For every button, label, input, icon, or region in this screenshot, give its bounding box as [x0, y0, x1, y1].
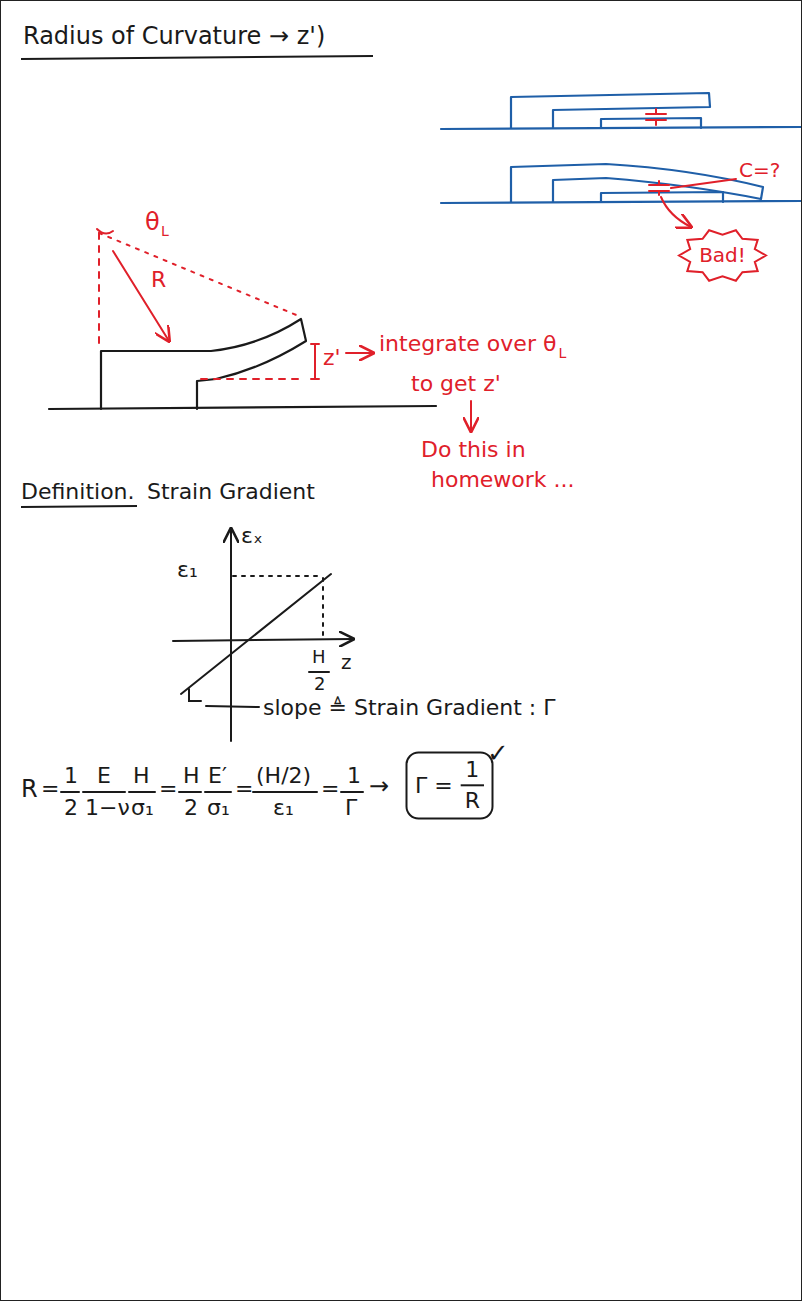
result-term: Γ =	[415, 773, 453, 798]
result-box: Γ = 1R	[405, 751, 494, 820]
fraction-part: 1−ν	[85, 795, 130, 820]
definition-term: Strain Gradient	[147, 479, 315, 504]
note-subscript: L	[558, 345, 566, 361]
result-term: 1	[465, 757, 479, 782]
axis-label: εₓ	[241, 523, 263, 548]
angle-symbol: θ	[145, 209, 160, 237]
callout-text: Bad!	[699, 244, 746, 267]
fraction-part: 1	[347, 763, 361, 788]
fraction-part: (H/2)	[256, 763, 311, 788]
angle-subscript: L	[161, 223, 169, 239]
burst-callout: Bad!	[677, 227, 768, 284]
axis-label: z	[341, 651, 352, 674]
value-label: ε₁	[177, 557, 198, 582]
capacitance-label: C=?	[739, 159, 780, 182]
slope-note: slope ≜ Strain Gradient : Γ	[263, 695, 556, 720]
equals-sign: =	[159, 776, 177, 801]
note-text: integrate over θ	[379, 331, 556, 356]
definition-heading: Definition.	[21, 479, 135, 504]
result-term: R	[465, 788, 480, 813]
equals-sign: =	[235, 776, 253, 801]
note-text: homework ...	[431, 467, 575, 492]
fraction-part: E′	[208, 763, 227, 788]
fraction-part: Γ	[345, 795, 357, 820]
fraction-part: H	[133, 763, 150, 788]
fraction-part: 2	[184, 795, 198, 820]
radius-label: R	[151, 267, 166, 292]
equals-sign: =	[321, 776, 339, 801]
arrow-symbol: →	[369, 773, 389, 801]
fraction-part: 2	[64, 795, 78, 820]
equation-term: R	[21, 776, 38, 804]
fraction-part: σ₁	[131, 795, 154, 820]
fraction-part: 1	[64, 763, 78, 788]
equals-sign: =	[41, 776, 59, 801]
deflection-label: z'	[323, 345, 341, 370]
fraction-part: σ₁	[207, 795, 230, 820]
note-text: to get z'	[411, 371, 501, 396]
note-text: Do this in	[421, 437, 526, 462]
fraction-part: H	[312, 647, 326, 668]
check-mark: ✓	[487, 739, 509, 769]
fraction-part: H	[183, 763, 200, 788]
fraction-part: E	[97, 763, 111, 788]
fraction-part: ε₁	[273, 795, 294, 820]
title: Radius of Curvature → z')	[23, 23, 325, 51]
fraction-part: 2	[314, 674, 325, 695]
